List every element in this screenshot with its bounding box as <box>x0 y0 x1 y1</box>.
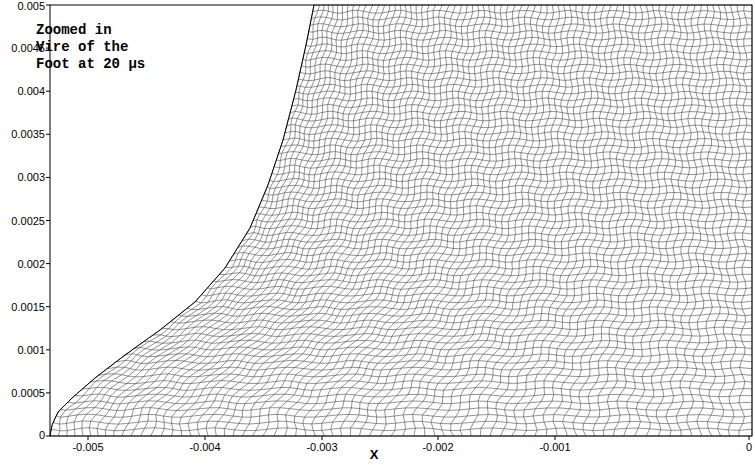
axis-tick <box>46 392 50 393</box>
axis-tick <box>46 306 50 307</box>
axis-tick <box>322 436 323 440</box>
axis-tick <box>88 436 89 440</box>
y-tick-label: 0.004 <box>17 85 45 97</box>
axis-title: X <box>370 449 379 461</box>
x-tick-label: -0.001 <box>539 441 570 453</box>
axis-tick <box>205 436 206 440</box>
y-tick-label: 0.005 <box>17 0 45 12</box>
x-tick-label: -0.004 <box>189 441 220 453</box>
axis-tick <box>555 436 556 440</box>
axis-tick <box>46 263 50 264</box>
y-tick-label: 0.003 <box>17 171 45 183</box>
axis-ticks <box>46 5 749 440</box>
axis-tick <box>46 349 50 350</box>
axis-tick <box>46 177 50 178</box>
y-tick-label: 0.001 <box>17 344 45 356</box>
y-tick-label: 0.0005 <box>11 387 45 399</box>
mesh-cells <box>50 5 752 436</box>
y-tick-label: 0.0045 <box>11 42 45 54</box>
axis-tick <box>46 436 50 437</box>
y-tick-label: 0.0025 <box>11 215 45 227</box>
axis-tick <box>46 91 50 92</box>
plot-annotation: Zoomed in Vire of the Foot at 20 μs <box>36 22 149 73</box>
y-tick-label: 0.0035 <box>11 128 45 140</box>
x-tick-label: -0.003 <box>306 441 337 453</box>
y-tick-label: 0 <box>39 429 45 441</box>
axis-tick <box>46 5 50 6</box>
plot-frame <box>50 5 752 436</box>
axis-tick <box>46 134 50 135</box>
x-tick-label: -0.002 <box>422 441 453 453</box>
mesh-grid <box>50 5 752 436</box>
axis-tick <box>46 220 50 221</box>
axis-tick <box>749 436 750 440</box>
y-tick-label: 0.002 <box>17 258 45 270</box>
axis-tick <box>438 436 439 440</box>
y-tick-label: 0.0015 <box>11 301 45 313</box>
x-tick-label: -0.005 <box>72 441 103 453</box>
x-tick-label: 0 <box>746 441 752 453</box>
